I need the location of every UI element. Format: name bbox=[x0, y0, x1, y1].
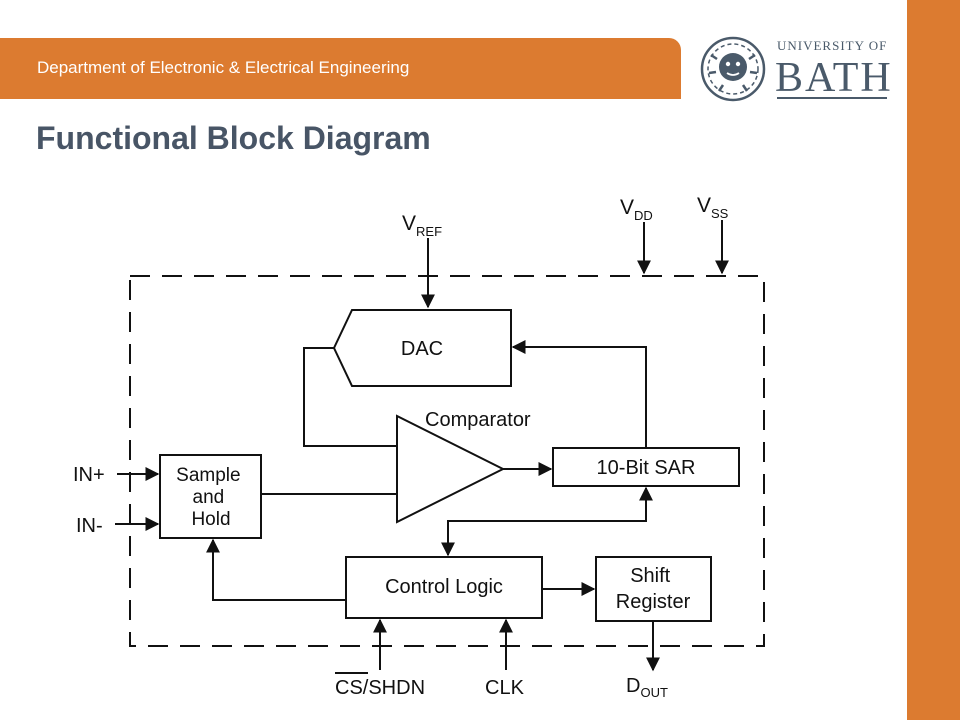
in-minus-label: IN- bbox=[76, 515, 103, 537]
vdd-label: VDD bbox=[620, 196, 653, 223]
logo-line1: UNIVERSITY OF bbox=[777, 38, 887, 53]
comparator-block bbox=[396, 414, 506, 524]
dac-label: DAC bbox=[401, 338, 443, 360]
bath-crest-icon bbox=[700, 36, 766, 102]
right-accent-stripe bbox=[907, 0, 960, 720]
sar-to-dac-wire bbox=[511, 340, 647, 448]
dout-label: DOUT bbox=[626, 675, 668, 700]
vss-label: VSS bbox=[697, 194, 729, 221]
university-logo: UNIVERSITY OF BATH bbox=[700, 36, 892, 102]
sample-hold-label: Sample and Hold bbox=[176, 465, 246, 530]
shift-register-label: Shift Register bbox=[616, 565, 691, 613]
in-plus-label: IN+ bbox=[73, 464, 105, 486]
sar-label: 10-Bit SAR bbox=[597, 457, 696, 479]
dac-block bbox=[332, 309, 512, 387]
dac-to-comparator-wire bbox=[303, 347, 397, 447]
control-logic-block bbox=[345, 556, 543, 619]
cs-shdn-label: CS/SHDN bbox=[335, 677, 425, 699]
logo-line2: BATH bbox=[775, 55, 892, 101]
vref-label: VREF bbox=[402, 212, 442, 239]
chip-boundary bbox=[129, 275, 765, 647]
control-logic-label: Control Logic bbox=[385, 576, 503, 598]
control-to-sample-hold-wire bbox=[206, 538, 346, 601]
slide-title: Functional Block Diagram bbox=[36, 120, 431, 156]
header-bar bbox=[0, 38, 681, 99]
comparator-label: Comparator bbox=[425, 409, 531, 431]
sar-control-bus bbox=[441, 486, 653, 557]
clk-label: CLK bbox=[485, 677, 525, 699]
sample-hold-block bbox=[159, 454, 262, 539]
department-name: Department of Electronic & Electrical En… bbox=[37, 58, 410, 77]
